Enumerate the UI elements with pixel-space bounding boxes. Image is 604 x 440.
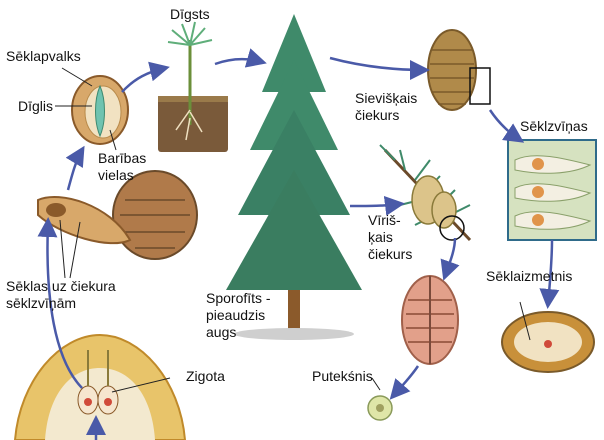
- label-female-cone: Sievišķais čiekurs: [355, 90, 418, 123]
- arrow-male-cone-to-pollen-sac: [440, 237, 460, 281]
- arrow-tree-to-female-cone: [329, 56, 430, 80]
- pollen-sac-illustration: [401, 275, 459, 365]
- arrow-seeds-to-seed: [65, 145, 85, 191]
- arrow-female-cone-to-scales: [488, 109, 525, 143]
- cycle-arrows: [37, 48, 560, 440]
- label-sporophyte: Sporofīts - pieaudzis augs: [206, 290, 271, 340]
- label-seedling: Dīgsts: [170, 6, 210, 22]
- seed-illustration: [71, 75, 129, 145]
- tree-illustration: [226, 14, 362, 340]
- arrow-pollen-sac-to-pollen: [389, 365, 420, 400]
- seeds-on-cone-illustration: [37, 170, 198, 260]
- fertilization-illustration: [13, 333, 187, 440]
- pollen-grain-illustration: [367, 395, 393, 421]
- ovule-scales-panel: [507, 139, 597, 241]
- arrow-scales-to-ovule: [539, 239, 560, 309]
- male-cone-branch-illustration: [379, 144, 472, 242]
- arrow-seed-to-seedling: [121, 61, 170, 93]
- arrow-seedling-to-tree: [214, 48, 267, 68]
- label-male-cone: Vīriš- ķais čiekurs: [368, 212, 413, 262]
- label-seed-coat: Sēklapvalks: [6, 48, 81, 64]
- arrow-tree-to-male-cone: [349, 195, 405, 216]
- female-cone-illustration: [427, 29, 491, 111]
- label-ovule-scales: Sēklzvīņas: [520, 118, 588, 134]
- label-ovule: Sēklaizmetnis: [486, 268, 573, 284]
- embryo-shape: [95, 84, 105, 138]
- arrow-zygote-to-seeds: [37, 217, 83, 389]
- ovule-illustration: [501, 311, 595, 373]
- label-zygote: Zigota: [186, 368, 225, 384]
- label-seeds-on-scales: Sēklas uz čiekura sēklzvīņām: [6, 278, 116, 311]
- label-nutrients: Barības vielas: [98, 150, 147, 183]
- label-pollen: Putekśnis: [312, 368, 373, 384]
- seedling-illustration: [158, 21, 228, 152]
- label-embryo: Dīglis: [18, 98, 54, 114]
